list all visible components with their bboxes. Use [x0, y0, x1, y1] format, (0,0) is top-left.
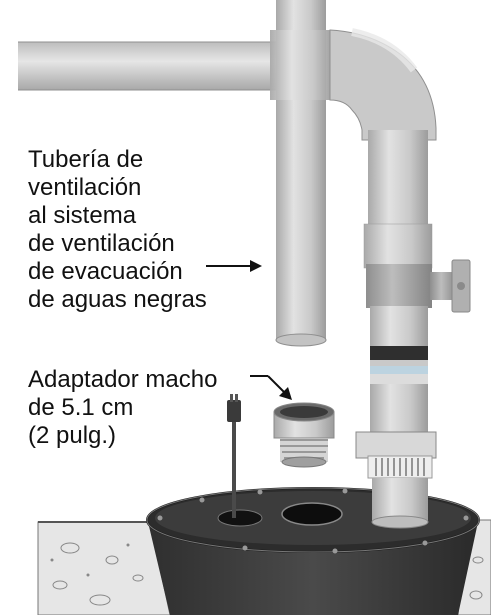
vent-pipe-label-line: de aguas negras: [28, 286, 207, 313]
vent-pipe-label-line: ventilación: [28, 174, 142, 201]
male-adapter: [273, 402, 335, 468]
male-adapter-label: Adaptador macho de 5.1 cm (2 pulg.): [28, 366, 217, 450]
vent-pipe-label-line: al sistema: [28, 202, 137, 229]
discharge-elbow: [329, 28, 437, 141]
basin-lid-holes: [217, 502, 343, 527]
male-adapter-label-line: (2 pulg.): [28, 422, 117, 449]
vent-pipe-vertical: [270, 0, 332, 347]
vent-pipe-label-line: Tubería de: [28, 146, 144, 173]
male-adapter-label-line: de 5.1 cm: [28, 394, 134, 421]
male-adapter-label-line: Adaptador macho: [28, 366, 218, 393]
vent-pipe-arrow: [206, 260, 262, 272]
vent-pipe-label: Tubería de ventilación al sistema de ven…: [28, 146, 207, 314]
adapter-arrow: [250, 375, 292, 400]
discharge-pipe: [363, 130, 471, 434]
concrete-floor: [37, 521, 171, 615]
pump-housing: [355, 431, 437, 529]
vent-pipe-label-line: de evacuación: [28, 258, 183, 285]
horizontal-vent-pipe: [18, 41, 280, 91]
power-cord: [227, 394, 241, 518]
vent-pipe-label-line: de ventilación: [28, 230, 175, 257]
